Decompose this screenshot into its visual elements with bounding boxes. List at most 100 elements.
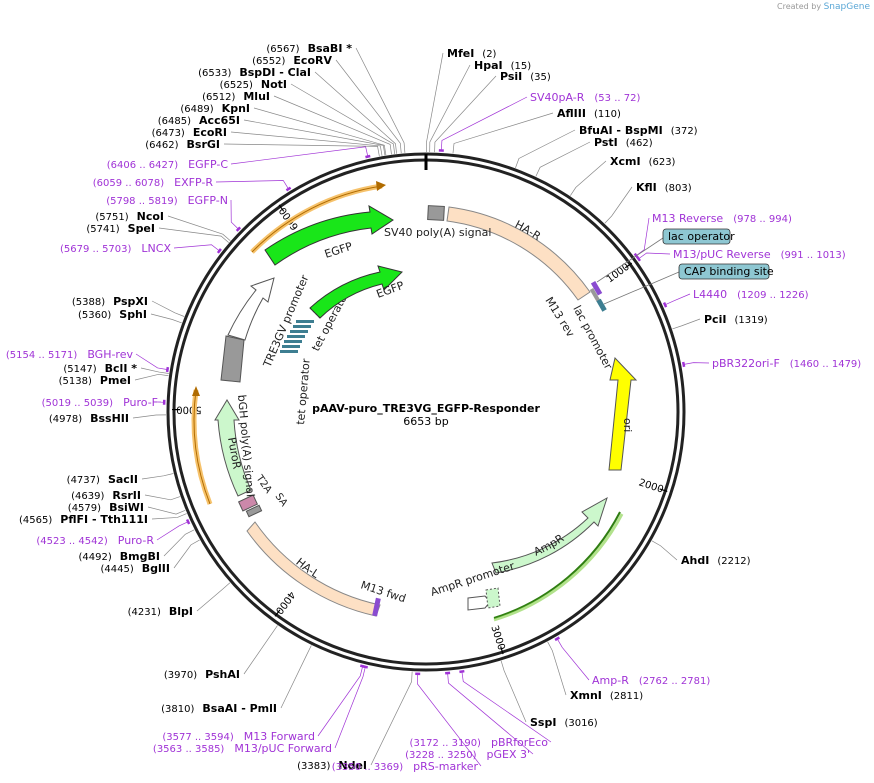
tick-label: 2000 (637, 477, 665, 495)
tick-label: 3000 (488, 624, 506, 652)
site-xcmi[interactable]: XcmI(623) (570, 155, 676, 196)
sv40-polya-box[interactable] (427, 205, 445, 221)
feature-ori[interactable]: ori (608, 356, 638, 471)
site-bspdi[interactable]: BspDI - ClaI(6533) (198, 66, 397, 154)
site-coord: (5741) (86, 224, 119, 235)
primer-m13-puc-forward[interactable]: M13/pUC Forward(3563 .. 3585) (153, 665, 369, 755)
primer-puro-r[interactable]: Puro-R(4523 .. 4542) (36, 518, 191, 547)
primer-l4440[interactable]: L4440(1209 .. 1226) (662, 288, 809, 308)
primer-egfp-n[interactable]: EGFP-N(5798 .. 5819) (106, 194, 242, 232)
site-sacii[interactable]: SacII(4737) (67, 473, 174, 486)
site-ahdi[interactable]: AhdI(2212) (651, 540, 751, 567)
site-bfuai[interactable]: BfuAI - BspMI (372) (515, 124, 698, 169)
primer-name: M13 Reverse (652, 212, 723, 225)
site-name: BfuAI - BspMI (579, 124, 663, 137)
site-leader (426, 52, 444, 153)
sa-box[interactable] (245, 504, 263, 518)
site-afliii[interactable]: AflIII(110) (452, 107, 621, 154)
lac-operator-callout[interactable]: lac operator (596, 228, 735, 283)
site-name: MluI (243, 90, 270, 103)
site-leader (672, 318, 701, 330)
site-bsabi[interactable]: BsaBI * (6567) (266, 42, 406, 153)
primer-sv40pa-r[interactable]: SV40pA-R(53 .. 72) (438, 91, 641, 152)
site-coord: (15) (511, 61, 532, 72)
site-name: EcoRI (193, 126, 227, 139)
site-pshai[interactable]: PshAI(3970) (164, 625, 278, 681)
primer-puro-f[interactable]: Puro-F(5019 .. 5039) (42, 396, 166, 409)
site-coord: (372) (671, 126, 698, 137)
site-rsrii[interactable]: RsrII(4639) (71, 489, 181, 502)
site-kfli[interactable]: KflI(803) (604, 181, 692, 224)
tet-op-bar-3 (284, 340, 302, 343)
site-leader (500, 660, 527, 723)
site-spei[interactable]: SpeI(5741) (86, 222, 229, 243)
site-bsaai[interactable]: BsaAI - PmlI(3810) (161, 645, 312, 715)
primer-prs-marker[interactable]: pRS-marker(3350 .. 3369) (332, 672, 482, 773)
site-pspxi[interactable]: PspXI(5388) (72, 295, 185, 317)
site-name: Acc65I (199, 114, 240, 127)
feature-hom-l[interactable]: HA-L M13 fwd (246, 521, 407, 617)
credit-prefix: Created by (777, 2, 822, 11)
primer-pgex-3-[interactable]: pGEX 3'(3228 .. 3250) (405, 671, 534, 761)
primer-m13-forward[interactable]: M13 Forward(3577 .. 3594) (162, 664, 366, 743)
primer-exfp-r[interactable]: EXFP-R(6059 .. 6078) (93, 176, 292, 192)
primer-leader (317, 665, 364, 737)
site-pmei[interactable]: PmeI(5138) (59, 373, 169, 387)
site-bsrgi[interactable]: BsrGI(6462) (145, 138, 380, 157)
cap-site-callout[interactable]: CAP binding site (603, 263, 774, 305)
primer-pbr322ori-f[interactable]: pBR322ori-F(1460 .. 1479) (681, 357, 862, 370)
ampr-green-glow (493, 513, 624, 622)
site-ndei[interactable]: NdeI(3383) (297, 671, 413, 772)
primer-leader (447, 672, 534, 755)
site-ecori[interactable]: EcoRI(6473) (152, 126, 383, 156)
primer-bgh-rev[interactable]: BGH-rev(5154 .. 5171) (6, 348, 170, 373)
site-acc65i[interactable]: Acc65I(6485) (158, 114, 386, 156)
site-bsiwi[interactable]: BsiWI(4579) (68, 501, 186, 515)
site-mfei[interactable]: MfeI(2) (426, 47, 497, 153)
site-name: KflI (636, 181, 657, 194)
cap-site-box[interactable] (596, 298, 607, 312)
primer-coord: (978 .. 994) (733, 214, 792, 225)
site-ecorv[interactable]: EcoRV(6552) (252, 54, 402, 154)
lac-promoter-box[interactable] (589, 287, 601, 303)
site-psii[interactable]: PsiI(35) (434, 70, 551, 153)
feature-puror[interactable]: PuroR (191, 386, 252, 505)
site-pflfi[interactable]: PflFI - Tth111I(4565) (19, 513, 187, 526)
site-coord: (5388) (72, 297, 105, 308)
site-sspi[interactable]: SspI(3016) (500, 660, 598, 729)
t2a-box[interactable] (237, 494, 259, 512)
site-pcii[interactable]: PciI(1319) (672, 313, 768, 330)
site-leader (280, 645, 312, 709)
site-name: BsaBI * (308, 42, 353, 55)
site-noti[interactable]: NotI(6525) (220, 78, 395, 154)
site-coord: (6567) (266, 44, 299, 55)
site-leader (173, 539, 200, 569)
primer-m13-puc-reverse[interactable]: M13/pUC Reverse(991 .. 1013) (636, 248, 846, 262)
site-bmgbi[interactable]: BmgBI(4492) (79, 529, 195, 563)
feature-hom-r[interactable]: HA-R (446, 206, 591, 301)
site-ncoi[interactable]: NcoI(5751) (95, 210, 231, 242)
site-bsshii[interactable]: BssHII(4978) (49, 412, 167, 425)
primer-coord: (6406 .. 6427) (107, 160, 179, 171)
site-coord: (4639) (71, 491, 104, 502)
primer-coord: (3228 .. 3250) (405, 750, 477, 761)
m13-rev-box[interactable] (590, 280, 603, 296)
primer-name: L4440 (693, 288, 727, 301)
site-bglii[interactable]: BglII(4445) (101, 539, 200, 575)
site-leader (196, 582, 231, 612)
site-sphi[interactable]: SphI(5360) (78, 308, 182, 324)
primer-amp-r[interactable]: Amp-R(2762 .. 2781) (554, 636, 710, 687)
site-bcli[interactable]: BclI *(5147) (63, 362, 169, 375)
feature-egfp-outer[interactable]: EGFP (250, 181, 394, 266)
site-leader (230, 131, 383, 156)
primer-lncx[interactable]: LNCX(5679 .. 5703) (60, 242, 222, 255)
site-mlui[interactable]: MluI(6512) (202, 90, 392, 155)
site-blpi[interactable]: BlpI(4231) (128, 582, 231, 618)
site-kpni[interactable]: KpnI(6489) (180, 102, 387, 156)
site-xmni[interactable]: XmnI(2811) (547, 641, 644, 702)
primer-egfp-c[interactable]: EGFP-C(6406 .. 6427) (107, 146, 371, 171)
site-hpai[interactable]: HpaI(15) (429, 59, 532, 153)
feature-egfp-inner[interactable]: EGFP (309, 265, 406, 319)
site-coord: (4445) (101, 564, 134, 575)
site-psti[interactable]: PstI(462) (535, 136, 653, 177)
